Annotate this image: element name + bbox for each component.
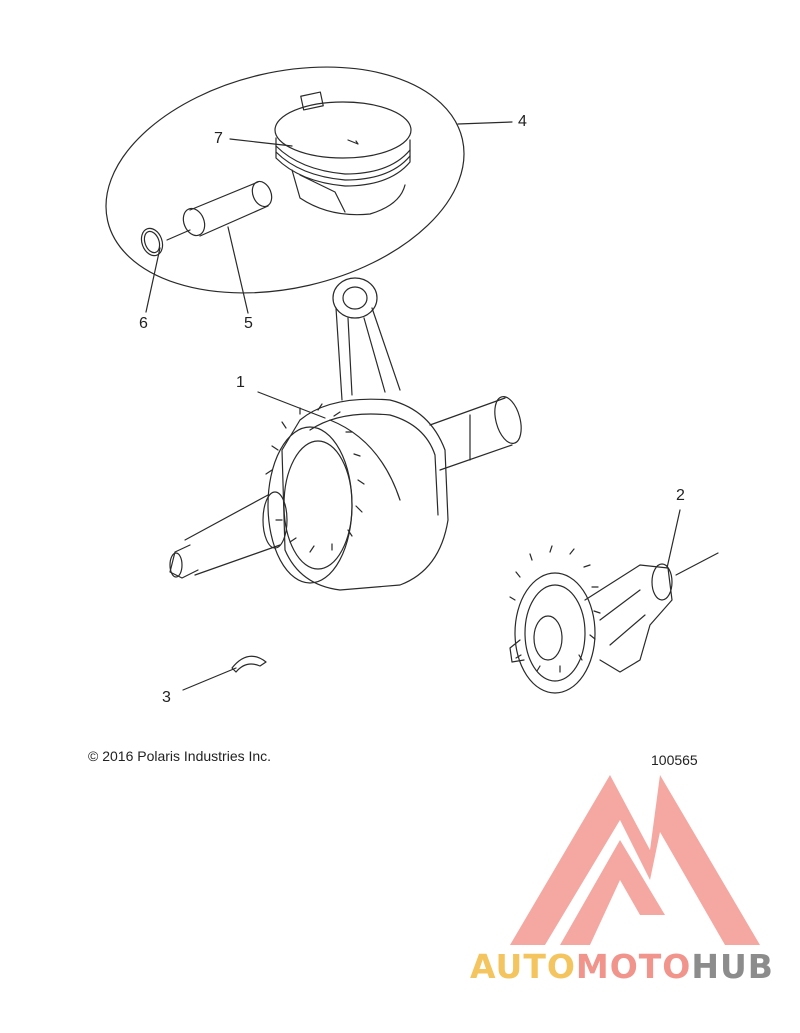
crankshaft-icon (169, 277, 522, 591)
drawing-number: 100565 (651, 752, 698, 768)
watermark-brand: AUTOMOTOHUB (470, 947, 774, 986)
brand-part-moto: MOTO (575, 947, 692, 986)
copyright-text: © 2016 Polaris Industries Inc. (88, 748, 272, 764)
leader-line-5 (227, 226, 249, 314)
leader-line-6 (145, 229, 191, 313)
piston-kit-outline (105, 66, 465, 294)
callout-3: 3 (162, 689, 171, 706)
callout-7: 7 (214, 130, 223, 147)
leader-line-3 (182, 667, 237, 691)
circlip-icon (140, 227, 164, 257)
leader-line-2 (666, 509, 719, 576)
woodruff-key-icon (231, 655, 267, 673)
leader-line-7 (229, 138, 293, 147)
balance-shaft-icon (509, 545, 673, 694)
piston-pin-icon (182, 180, 273, 237)
leader-line-1 (257, 391, 326, 419)
brand-part-auto: AUTO (470, 947, 576, 986)
callout-4: 4 (518, 113, 527, 130)
leader-line-4 (457, 121, 513, 125)
callout-2: 2 (676, 487, 685, 504)
callout-5: 5 (244, 315, 253, 332)
logo-icon (510, 775, 760, 945)
callout-1: 1 (236, 374, 245, 391)
brand-part-hub: HUB (691, 947, 774, 986)
callout-6: 6 (139, 315, 148, 332)
piston-icon (274, 91, 412, 216)
